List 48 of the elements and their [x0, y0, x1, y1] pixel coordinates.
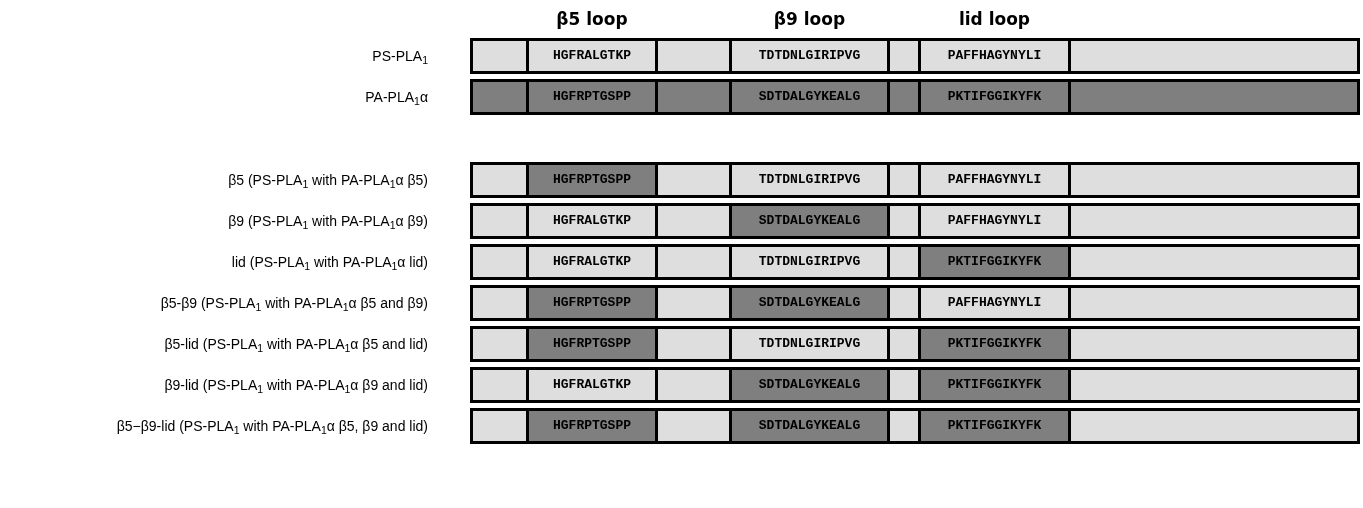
sequence-segment: HGFRALGTKP: [526, 247, 658, 277]
sequence-segment: PAFFHAGYNYLI: [918, 288, 1071, 318]
sequence-segment: PKTIFGGIKYFK: [918, 82, 1071, 112]
protein-bar: [470, 38, 1360, 74]
construct-label: β5−β9-lid (PS-PLA$_{1}$ with PA-PLA$_{1}$α β5, β9 and lid): [115, 417, 428, 435]
sequence-segment: SDTDALGYKEALG: [729, 82, 890, 112]
construct-label: lid (PS-PLA$_{1}$ with PA-PLA$_{1}$α lid): [230, 253, 428, 271]
column-heading: β5 loop: [555, 8, 629, 32]
sequence-segment: HGFRALGTKP: [526, 206, 658, 236]
construct-label: PS-PLA$_{1}$: [371, 47, 428, 65]
sequence-segment: SDTDALGYKEALG: [729, 206, 890, 236]
sequence-segment: PAFFHAGYNYLI: [918, 165, 1071, 195]
column-heading: β9 loop: [772, 8, 847, 32]
protein-bar: [470, 326, 1360, 362]
sequence-segment: TDTDNLGIRIPVG: [729, 247, 890, 277]
construct-label: PA-PLA$_{1}$α: [364, 88, 428, 106]
sequence-segment: PAFFHAGYNYLI: [918, 206, 1071, 236]
sequence-segment: TDTDNLGIRIPVG: [729, 165, 890, 195]
sequence-segment: SDTDALGYKEALG: [729, 370, 890, 400]
sequence-segment: HGFRPTGSPP: [526, 82, 658, 112]
column-heading: lid loop: [957, 8, 1032, 32]
sequence-segment: TDTDNLGIRIPVG: [729, 329, 890, 359]
sequence-segment: HGFRPTGSPP: [526, 329, 658, 359]
construct-label: β9-lid (PS-PLA$_{1}$ with PA-PLA$_{1}$α β9 and lid): [163, 376, 428, 394]
construct-label: β5-lid (PS-PLA$_{1}$ with PA-PLA$_{1}$α β5 and lid): [163, 335, 428, 353]
sequence-segment: SDTDALGYKEALG: [729, 288, 890, 318]
protein-bar: [470, 79, 1360, 115]
sequence-segment: PKTIFGGIKYFK: [918, 370, 1071, 400]
sequence-segment: SDTDALGYKEALG: [729, 411, 890, 441]
construct-label: β5-β9 (PS-PLA$_{1}$ with PA-PLA$_{1}$α β5 and β9): [159, 294, 428, 312]
protein-bar: [470, 162, 1360, 198]
sequence-segment: HGFRPTGSPP: [526, 411, 658, 441]
construct-label: β5 (PS-PLA$_{1}$ with PA-PLA$_{1}$α β5): [227, 171, 428, 189]
sequence-segment: PKTIFGGIKYFK: [918, 411, 1071, 441]
protein-bar: [470, 285, 1360, 321]
protein-bar: [470, 203, 1360, 239]
protein-bar: [470, 367, 1360, 403]
protein-bar: [470, 408, 1360, 444]
sequence-segment: HGFRPTGSPP: [526, 288, 658, 318]
sequence-segment: HGFRALGTKP: [526, 370, 658, 400]
sequence-segment: PKTIFGGIKYFK: [918, 247, 1071, 277]
sequence-segment: PAFFHAGYNYLI: [918, 41, 1071, 71]
construct-label: β9 (PS-PLA$_{1}$ with PA-PLA$_{1}$α β9): [227, 212, 428, 230]
protein-bar: [470, 244, 1360, 280]
sequence-segment: PKTIFGGIKYFK: [918, 329, 1071, 359]
sequence-segment: TDTDNLGIRIPVG: [729, 41, 890, 71]
sequence-segment: HGFRALGTKP: [526, 41, 658, 71]
sequence-segment: HGFRPTGSPP: [526, 165, 658, 195]
